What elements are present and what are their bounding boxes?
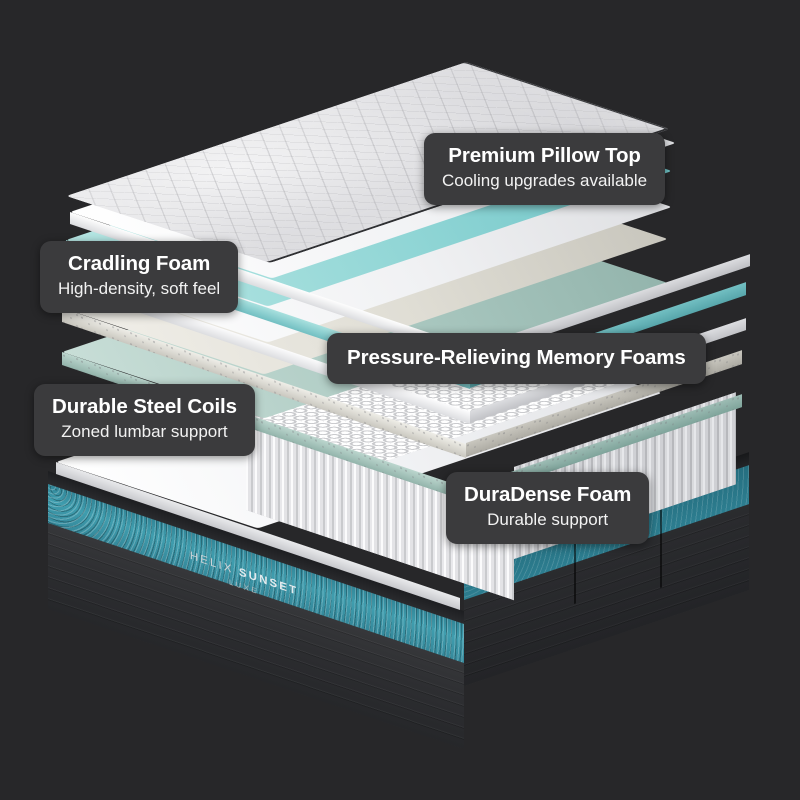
label-cradling-foam[interactable]: Cradling Foam High-density, soft feel	[40, 241, 239, 313]
label-pressure-relieving-memory-foams[interactable]: Pressure-Relieving Memory Foams	[327, 333, 706, 384]
label-title: Durable Steel Coils	[52, 395, 237, 418]
label-subtitle: Cooling upgrades available	[442, 170, 648, 190]
label-premium-pillow-top[interactable]: Premium Pillow Top Cooling upgrades avai…	[424, 133, 666, 205]
label-subtitle: High-density, soft feel	[58, 278, 221, 298]
label-title: DuraDense Foam	[464, 483, 632, 506]
label-durable-steel-coils[interactable]: Durable Steel Coils Zoned lumbar support	[34, 384, 255, 456]
label-title: Cradling Foam	[68, 252, 211, 275]
label-duradense-foam[interactable]: DuraDense Foam Durable support	[446, 472, 650, 544]
label-subtitle: Durable support	[487, 509, 609, 529]
label-title: Pressure-Relieving Memory Foams	[347, 346, 686, 369]
label-title: Premium Pillow Top	[448, 144, 641, 167]
label-subtitle: Zoned lumbar support	[61, 421, 228, 441]
